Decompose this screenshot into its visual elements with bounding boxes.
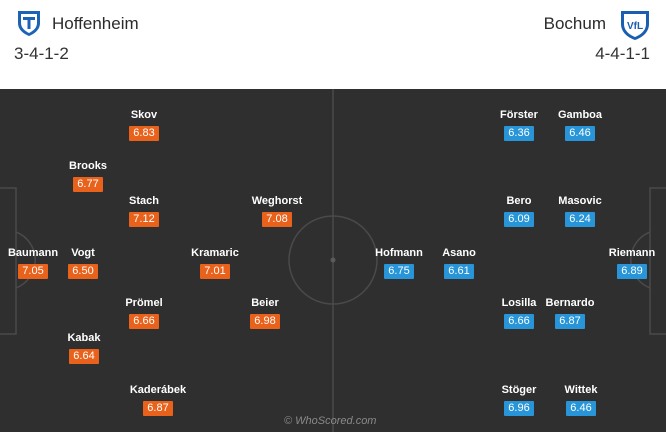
home-team-name[interactable]: Hoffenheim [52,14,139,33]
player-weghorst[interactable]: Weghorst 7.08 [232,195,322,227]
player-promel[interactable]: Prömel 6.66 [99,297,189,329]
player-wittek[interactable]: Wittek 6.46 [536,384,626,416]
player-kaderabek[interactable]: Kaderábek 6.87 [113,384,203,416]
player-kabak[interactable]: Kabak 6.64 [39,332,129,364]
player-rating: 6.64 [69,349,99,364]
player-rating: 6.87 [143,401,173,416]
player-bernardo[interactable]: Bernardo 6.87 [525,297,615,329]
player-vogt[interactable]: Vogt 6.50 [38,247,128,279]
player-name: Gamboa [557,109,602,121]
hoffenheim-crest-icon [14,8,44,43]
player-name: Stach [129,195,159,207]
player-forster[interactable]: Förster 6.36 [474,109,564,141]
player-rating: 7.05 [18,264,48,279]
player-losilla[interactable]: Losilla 6.66 [474,297,564,329]
player-name: Beier [251,297,279,309]
away-formation: 4-4-1-1 [595,44,650,63]
player-skov[interactable]: Skov 6.83 [99,109,189,141]
player-rating: 6.46 [566,401,596,416]
player-rating: 6.87 [555,314,585,329]
player-brooks[interactable]: Brooks 6.77 [43,160,133,192]
match-header: Hoffenheim 3-4-1-2 Bochum VfL 4-4-1-1 [0,0,666,80]
player-name: Wittek [564,384,598,396]
player-gamboa[interactable]: Gamboa 6.46 [535,109,625,141]
player-bero[interactable]: Bero 6.09 [474,195,564,227]
player-rating: 6.75 [384,264,414,279]
player-rating: 6.09 [504,212,534,227]
player-kramaric[interactable]: Kramaric 7.01 [170,247,260,279]
player-stoger[interactable]: Stöger 6.96 [474,384,564,416]
player-stach[interactable]: Stach 7.12 [99,195,189,227]
player-name: Stöger [501,384,537,396]
bochum-crest-icon: VfL [618,8,652,47]
player-rating: 6.24 [565,212,595,227]
player-rating: 6.36 [504,126,534,141]
player-name: Förster [500,109,538,121]
player-asano[interactable]: Asano 6.61 [414,247,504,279]
home-formation: 3-4-1-2 [14,44,69,63]
player-rating: 7.01 [200,264,230,279]
away-team-name[interactable]: Bochum [543,14,606,33]
player-rating: 6.98 [250,314,280,329]
pitch: Baumann 7.05 Brooks 6.77 Vogt 6.50 Kabak… [0,89,666,432]
player-name: Baumann [7,247,59,259]
player-name: Kaderábek [129,384,187,396]
player-name: Kramaric [191,247,239,259]
player-name: Riemann [608,247,656,259]
player-riemann[interactable]: Riemann 6.89 [587,247,666,279]
player-baumann[interactable]: Baumann 7.05 [0,247,78,279]
player-name: Asano [442,247,476,259]
player-name: Losilla [501,297,537,309]
player-name: Brooks [69,160,107,172]
player-name: Hofmann [375,247,423,259]
player-rating: 6.89 [617,264,647,279]
player-masovic[interactable]: Masovic 6.24 [535,195,625,227]
player-rating: 6.50 [68,264,98,279]
player-rating: 6.96 [504,401,534,416]
player-beier[interactable]: Beier 6.98 [220,297,310,329]
player-hofmann[interactable]: Hofmann 6.75 [354,247,444,279]
player-rating: 6.66 [504,314,534,329]
whoscored-watermark: © WhoScored.com [284,415,377,427]
player-rating: 6.61 [444,264,474,279]
player-name: Prömel [125,297,163,309]
player-name: Kabak [67,332,101,344]
player-rating: 6.46 [565,126,595,141]
player-rating: 6.66 [129,314,159,329]
player-name: Bernardo [545,297,595,309]
player-rating: 6.77 [73,177,103,192]
player-name: Skov [130,109,158,121]
player-rating: 7.12 [129,212,159,227]
bochum-crest-text: VfL [627,21,643,32]
player-name: Weghorst [251,195,303,207]
player-name: Masovic [558,195,602,207]
player-name: Bero [506,195,532,207]
pitch-markings [0,89,666,432]
player-rating: 6.83 [129,126,159,141]
player-rating: 7.08 [262,212,292,227]
player-name: Vogt [71,247,95,259]
